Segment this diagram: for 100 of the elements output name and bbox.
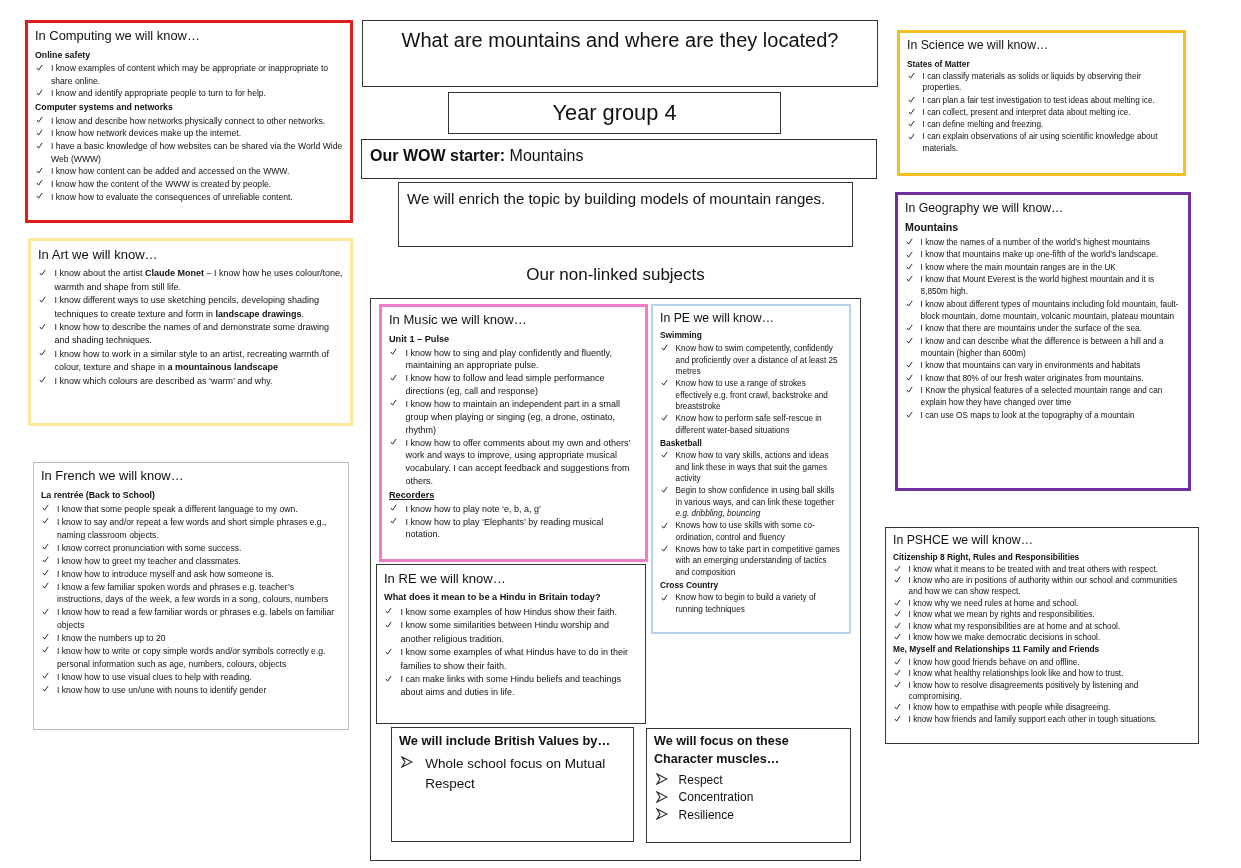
list-item: I know what my responsibilities are at home and at school. — [908, 620, 1122, 632]
list-item: I know that there are mountains under the surface of the sea. — [920, 323, 1143, 336]
list-item: I know the names of a number of the world’s highest mountains — [920, 236, 1151, 249]
list-item: I have a basic knowledge of how websites can be shared via the World Wide Web (WWW) — [51, 140, 343, 165]
list-item: I know that 80% of our fresh water originates from mountains. — [920, 372, 1145, 385]
card-heading: In Music we will know… — [389, 311, 528, 329]
list-item: I know and can describe what the difference is between a hill and a mountain (higher than 600m) — [920, 335, 1165, 360]
list-item: I can use OS maps to look at the topography of a mountain — [920, 409, 1136, 422]
list-item: I know how to read a few familiar words or phrases e.g. labels on familiar objects — [57, 606, 336, 632]
list-item: I know a few familiar spoken words and phrases e.g. teacher’s instructions, days of the week, a few words in a song, colours, numbers — [57, 580, 330, 607]
list-item: I know how to use un/une with nouns to identify gender — [57, 683, 268, 697]
section-subheading: Citizenship 8 Right, Rules and Responsibilities — [893, 551, 1081, 563]
title-box — [448, 92, 781, 134]
list-item: I know how to empathise with people while disagreeing. — [908, 702, 1112, 714]
card-heading: In Geography we will know… — [905, 200, 1065, 217]
section-subheading: Swimming — [660, 330, 703, 343]
list-item: I know how to play note ‘e, b, a, g’ — [405, 502, 543, 516]
list-item: I know correct pronunciation with some success. — [57, 541, 243, 555]
list-item: I know how to work in a similar style to an artist, recreating warmth of colour, texture and shape in a mountainous landscape — [54, 348, 331, 375]
title-text: Year group 4 — [551, 99, 678, 127]
list-item: I know the numbers up to 20 — [57, 632, 167, 645]
section-subheading: Mountains — [905, 220, 960, 236]
list-item: I know how to describe the names of and demonstrate some drawing and shading techniques. — [54, 321, 331, 348]
subject-card — [25, 20, 353, 223]
list-item: Know how to begin to build a variety of running techniques — [675, 592, 817, 616]
title-text: We will enrich the topic by building models of mountain ranges. — [407, 189, 827, 209]
list-item: I know what it means to be treated with and treat others with respect. — [908, 563, 1159, 575]
list-item: I know what we mean by rights and responsibilities. — [908, 609, 1096, 621]
list-item: I know that some people speak a different language to my own. — [57, 502, 299, 516]
list-item: I know how to sing and play confidently and fluently, maintaining an appropriate pulse. — [405, 346, 613, 372]
list-item: I can make links with some Hindu beliefs and teachings about aims and duties in life. — [400, 673, 623, 700]
subject-card — [897, 30, 1186, 176]
subject-card — [391, 727, 634, 842]
list-item: I know that mountains make up one-fifth of the world’s landscape. — [920, 249, 1159, 262]
subject-card — [651, 304, 851, 634]
title-box — [398, 182, 853, 247]
title-text: Our WOW starter: Mountains — [370, 146, 585, 166]
list-item: I know different ways to use sketching pencils, developing shading techniques to create texture and form in landscape drawings. — [54, 294, 320, 321]
list-item: I know some examples of what Hindus have to do in their families to show their faith. — [400, 646, 630, 673]
card-heading: In PSHCE we will know… — [893, 532, 1034, 549]
list-item: I can explain observations of air using scientific knowledge about materials. — [922, 131, 1159, 155]
section-subheading: Unit 1 – Pulse — [389, 332, 451, 346]
list-item: Know how to use a range of strokes effectively e.g. front crawl, backstroke and breaststroke — [675, 378, 829, 413]
list-item: I know some examples of how Hindus show their faith. — [400, 605, 619, 619]
section-subheading: Cross Country — [660, 579, 720, 592]
title-box — [362, 20, 878, 87]
section-heading: Our non-linked subjects — [525, 265, 706, 285]
list-item: I know about the artist Claude Monet – I know how he uses colour/tone, warmth and shape from still life. — [54, 267, 343, 294]
list-item: I know some similarities between Hindu worship and another religious tradition. — [400, 619, 611, 646]
card-heading: In RE we will know… — [384, 570, 507, 588]
list-item: I know where the main mountain ranges are in the UK — [920, 261, 1117, 274]
list-item: Knows how to take part in competitive games with an emerging understanding of tactics and composition — [675, 543, 841, 579]
list-item: I know how we make democratic decisions in school. — [908, 632, 1102, 644]
list-item: I can classify materials as solids or liquids by observing their properties. — [922, 70, 1143, 95]
list-item: I know to say and/or repeat a few words and short simple phrases e.g., naming classroom objects. — [57, 516, 328, 542]
list-item: I know how to evaluate the consequences of unreliable content. — [51, 191, 294, 204]
list-item: I know how good friends behave on and offline. — [908, 656, 1081, 668]
card-heading: We will include British Values by… — [399, 732, 612, 750]
list-item: I know how to introduce myself and ask how someone is. — [57, 567, 275, 581]
section-subheading: What does it mean to be a Hindu in Britain today? — [384, 591, 602, 605]
list-item: I know who are in positions of authority within our school and communities and how we can show respect. — [908, 575, 1179, 598]
list-item: I know and describe how networks physically connect to other networks. — [51, 114, 327, 127]
list-item: Concentration — [678, 789, 755, 807]
list-item: I know how to follow and lead simple performance directions (eg, call and response) — [405, 372, 606, 398]
list-item: Respect — [678, 771, 724, 789]
list-item: I know how to greet my teacher and classmates. — [57, 554, 242, 568]
list-item: I know about different types of mountains including fold mountain, fault-block mountain, dome mountain, volcanic mountain, plateau mountain — [920, 298, 1180, 323]
list-item: I know why we need rules at home and school. — [908, 597, 1080, 609]
section-subheading: La rentrée (Back to School) — [41, 489, 156, 503]
list-item: I know that mountains can vary in environments and habitats — [920, 360, 1142, 373]
list-item: Resilience — [678, 806, 735, 824]
subject-card — [33, 462, 349, 730]
subject-card — [646, 728, 851, 843]
page-title: What are mountains and where are they located? — [400, 28, 840, 53]
card-heading: In French we will know… — [41, 467, 185, 485]
list-item: Begin to show confidence in using ball skills in various ways, and can link these together e.g. dribbling, bouncing — [675, 485, 836, 520]
list-item: I know how to resolve disagreements positively by listening and compromising. — [908, 679, 1140, 702]
subject-card — [885, 527, 1199, 744]
list-item: I know how to write or copy simple words and/or symbols correctly e.g. personal information such as age, numbers, colours, objects — [57, 645, 327, 671]
list-item: I know how to maintain an independent part in a small group when playing or singing (eg, a drone, ostinato, rhythm) — [405, 398, 622, 437]
list-item: I know which colours are described as ‘warm’ and why. — [54, 374, 274, 388]
section-subheading: Recorders — [389, 488, 436, 502]
list-item: I know how network devices make up the internet. — [51, 127, 243, 140]
list-item: I know how to offer comments about my own and others’ work and ways to improve, using appropriate musical vocabulary. I can accept feedback and suggestions from others. — [405, 436, 632, 488]
list-item: Know how to vary skills, actions and ideas and link these in ways that suit the games activity — [675, 450, 830, 485]
list-item: I know how to use visual clues to help with reading. — [57, 670, 253, 684]
card-heading: In Computing we will know… — [35, 27, 201, 45]
list-item: I know how to play ‘Elephants’ by reading musical notation. — [405, 515, 605, 542]
section-subheading: Online safety — [35, 48, 92, 62]
card-heading: In Art we will know… — [38, 246, 159, 264]
card-heading: In PE we will know… — [660, 310, 775, 327]
list-item: I know that Mount Everest is the world highest mountain and it is 8,850m high. — [920, 274, 1156, 299]
section-subheading: Computer systems and networks — [35, 101, 174, 114]
list-item: I know what healthy relationships look like and how to trust. — [908, 668, 1125, 680]
list-item: Whole school focus on Mutual Respect — [425, 755, 607, 793]
list-item: I can define melting and freezing. — [922, 119, 1045, 131]
subject-card — [28, 238, 353, 426]
card-heading: We will focus on these Character muscles… — [654, 733, 790, 768]
list-item: Know how to perform safe self-rescue in different water-based situations — [675, 413, 823, 437]
section-subheading: Me, Myself and Relationships 11 Family and Friends — [893, 644, 1101, 656]
